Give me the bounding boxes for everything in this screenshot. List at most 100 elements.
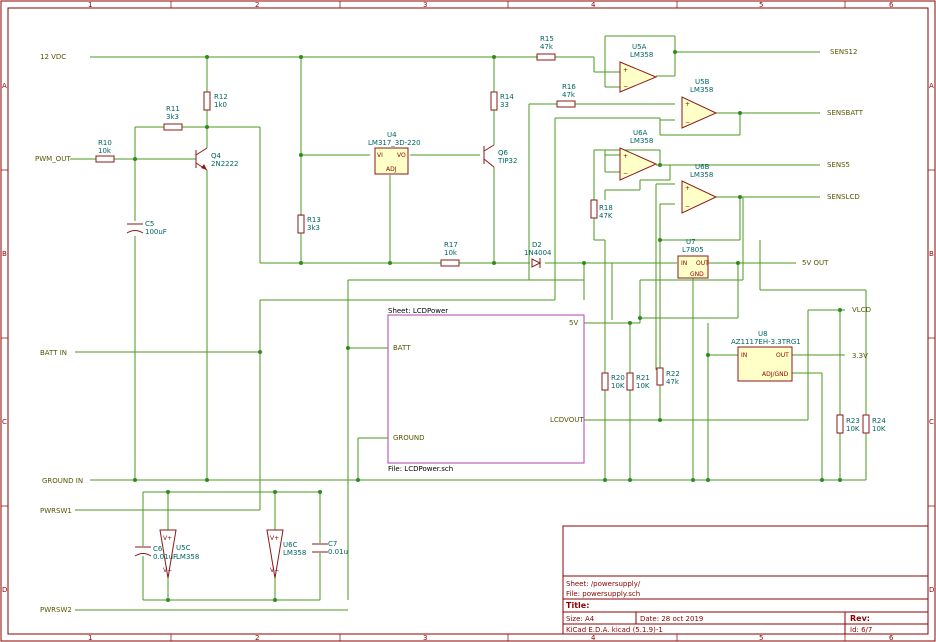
- sheet-pin-5v: 5V: [569, 319, 578, 327]
- svg-text:V−: V−: [270, 567, 279, 574]
- regulator-u7[interactable]: U7 L7805 IN OUT GND: [677, 238, 709, 279]
- frame-col-6-bottom: 6: [889, 634, 894, 642]
- opamp-u5a[interactable]: + − U5A LM358: [619, 43, 658, 93]
- u5c-ref: U5C: [176, 544, 191, 552]
- regulator-u8[interactable]: U8 AZ1117EH-3.3TRG1 IN OUT ADJ/GND: [731, 330, 801, 382]
- u7-value: L7805: [682, 246, 704, 254]
- u4-ref: U4: [387, 131, 397, 139]
- svg-text:+: +: [685, 185, 690, 192]
- sheet-pin-batt: BATT: [393, 344, 411, 352]
- c7-ref: C7: [328, 540, 337, 548]
- r21-ref: R21: [636, 374, 650, 382]
- title-block-size: Size: A4: [566, 615, 595, 623]
- u8-adj-pin: ADJ/GND: [762, 371, 789, 378]
- r18-ref: R18: [599, 204, 613, 212]
- r10-value: 10k: [98, 147, 112, 155]
- u4-value: LM317_3D-220: [368, 139, 421, 147]
- u4-adj-pin: ADJ: [386, 166, 397, 173]
- opamp-u6a[interactable]: + − U6A LM358: [619, 129, 658, 181]
- d2-ref: D2: [532, 241, 542, 249]
- r20-value: 10K: [611, 382, 625, 390]
- resistor-r21[interactable]: R21 10K: [626, 372, 650, 391]
- opamp-u6b[interactable]: + − U6B LM358: [681, 163, 718, 214]
- title-block-sheet: Sheet: /powersupply/: [566, 580, 641, 588]
- svg-text:+: +: [623, 67, 628, 74]
- u4-vo-pin: VO: [397, 152, 406, 159]
- lcdpower-sheet[interactable]: Sheet: LCDPower File: LCDPower.sch BATT …: [387, 307, 585, 473]
- opamp-u5b[interactable]: + − U5B LM358: [681, 78, 718, 129]
- sheet-file: File: LCDPower.sch: [388, 465, 453, 473]
- frame-col-2-top: 2: [255, 1, 259, 9]
- u6a-value: LM358: [630, 137, 653, 145]
- svg-text:−: −: [685, 119, 690, 126]
- transistor-q6[interactable]: Q6 TIP32: [483, 144, 517, 168]
- resistor-r12[interactable]: R12 1k0: [203, 91, 228, 111]
- r14-ref: R14: [500, 93, 514, 101]
- svg-text:V−: V−: [163, 567, 172, 574]
- frame-row-d-left: D: [2, 586, 7, 594]
- diode-d2[interactable]: D2 1N4004: [524, 241, 552, 268]
- port-sens5[interactable]: SENS5: [827, 161, 850, 169]
- frame-col-5-top: 5: [759, 1, 763, 9]
- resistor-r14[interactable]: R14 33: [490, 91, 514, 111]
- resistor-r10[interactable]: R10 10k: [95, 139, 115, 163]
- regulator-u4[interactable]: U4 LM317_3D-220 VI VO ADJ: [368, 131, 421, 175]
- frame-col-3-bottom: 3: [423, 634, 427, 642]
- u7-gnd-pin: GND: [690, 271, 704, 278]
- u6b-ref: U6B: [695, 163, 710, 171]
- c5-value: 100uF: [145, 228, 167, 236]
- q4-value: 2N2222: [211, 160, 239, 168]
- frame-row-a-left: A: [2, 82, 7, 90]
- port-12vdc[interactable]: 12 VDC: [40, 53, 66, 61]
- port-vlcd[interactable]: VLCD: [852, 306, 871, 314]
- opamp-power-u6c[interactable]: V+ V− U6C LM358: [266, 529, 306, 579]
- port-batt-in[interactable]: BATT IN: [40, 349, 67, 357]
- title-block-rev: Rev:: [850, 614, 870, 623]
- frame-col-6-top: 6: [889, 1, 894, 9]
- resistor-r20[interactable]: R20 10K: [601, 372, 625, 391]
- port-senslcd[interactable]: SENSLCD: [827, 193, 860, 201]
- port-5v-out[interactable]: 5V OUT: [802, 259, 829, 267]
- u5a-value: LM358: [630, 51, 653, 59]
- transistor-q4[interactable]: Q4 2N2222: [195, 147, 239, 171]
- resistor-r17[interactable]: R17 10k: [440, 241, 460, 267]
- u7-ref: U7: [686, 238, 696, 246]
- port-sensbatt[interactable]: SENSBATT: [827, 109, 864, 117]
- resistor-r16[interactable]: R16 47k: [556, 83, 576, 108]
- title-block: Sheet: /powersupply/ File: powersupply.s…: [562, 525, 929, 635]
- c7-value: 0.01u: [328, 548, 348, 556]
- capacitor-c7[interactable]: C7 0.01u: [312, 540, 348, 556]
- svg-text:−: −: [685, 203, 690, 210]
- u4-vi-pin: VI: [377, 152, 383, 159]
- port-pwm-out[interactable]: PWM_OUT: [35, 155, 71, 163]
- frame-row-d-right: D: [929, 586, 934, 594]
- resistor-r11[interactable]: R11 3k3: [163, 105, 183, 131]
- resistor-r18[interactable]: R18 47K: [590, 199, 613, 220]
- port-ground-in[interactable]: GROUND IN: [42, 477, 83, 485]
- resistor-r23[interactable]: R23 10K: [836, 414, 860, 434]
- resistor-r22[interactable]: R22 47k: [656, 367, 680, 386]
- resistor-r24[interactable]: R24 10K: [862, 414, 886, 434]
- r16-value: 47k: [562, 91, 576, 99]
- capacitor-c6[interactable]: C6 0.01uF: [134, 545, 177, 561]
- r11-value: 3k3: [166, 113, 179, 121]
- resistor-r13[interactable]: R13 3k3: [297, 214, 321, 234]
- q4-ref: Q4: [211, 152, 222, 160]
- port-pwrsw1[interactable]: PWRSW1: [40, 507, 72, 515]
- u8-in-pin: IN: [741, 352, 747, 359]
- frame-row-b-left: B: [2, 250, 7, 258]
- u5c-value: LM358: [176, 553, 199, 561]
- r12-ref: R12: [214, 93, 228, 101]
- port-pwrsw2[interactable]: PWRSW2: [40, 606, 72, 614]
- opamp-power-u5c[interactable]: V+ V− U5C LM358: [159, 529, 199, 579]
- r12-value: 1k0: [214, 101, 227, 109]
- r15-value: 47k: [540, 43, 554, 51]
- port-sens12[interactable]: SENS12: [830, 48, 857, 56]
- page-border-inner: [7, 7, 929, 635]
- r22-value: 47k: [666, 378, 680, 386]
- capacitor-c5[interactable]: C5 100uF: [126, 220, 167, 236]
- resistor-r15[interactable]: R15 47k: [536, 35, 556, 61]
- u8-value: AZ1117EH-3.3TRG1: [731, 338, 801, 346]
- port-3v3[interactable]: 3.3V: [852, 352, 868, 360]
